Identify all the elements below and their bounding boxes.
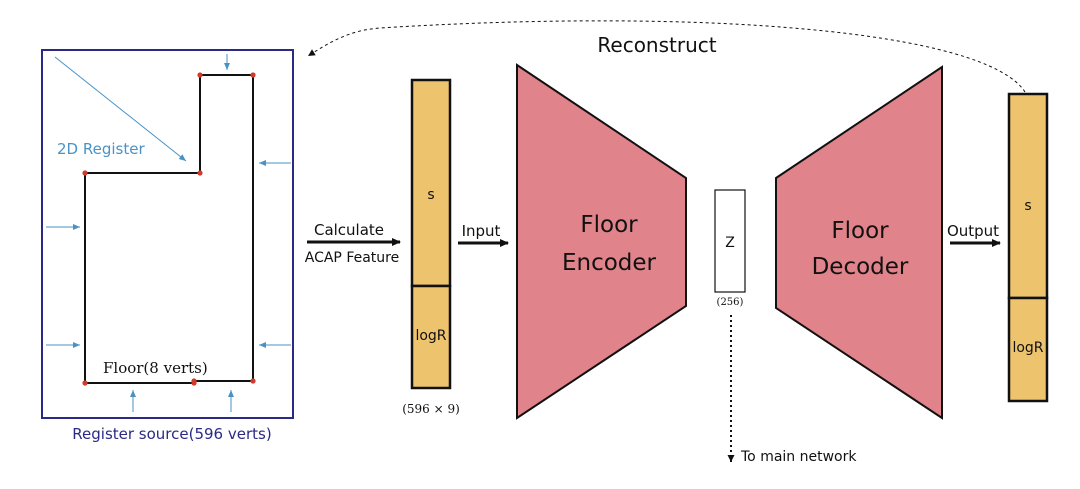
reconstruct-arrow (307, 20, 1026, 93)
decoder-line2: Decoder (812, 254, 909, 280)
encoder-line1: Floor (580, 212, 638, 238)
vertex-point (82, 170, 88, 176)
output-bar-logr-label: logR (1012, 340, 1043, 356)
acap-feature-label: ACAP Feature (305, 250, 399, 266)
vertex-point (250, 378, 256, 384)
encoder-line2: Encoder (562, 250, 657, 276)
reconstruct-label: Reconstruct (597, 33, 716, 57)
floor-encoder (516, 63, 687, 420)
decoder-line1: Floor (831, 218, 889, 244)
register-inward-arrows (46, 54, 291, 412)
vertex-point (250, 72, 256, 78)
input-label: Input (462, 222, 501, 240)
vertex-point (197, 170, 203, 176)
calculate-label: Calculate (314, 221, 384, 239)
output-feature-bar-s (1007, 92, 1049, 300)
output-feature-bar-logr (1007, 296, 1049, 403)
register-source-panel (41, 49, 294, 419)
floor-vertices (82, 72, 256, 386)
register-source-label: Register source(596 verts) (72, 425, 271, 443)
register-diagonal-arrow (54, 56, 187, 162)
vertex-point (82, 380, 88, 386)
vertex-point (191, 380, 197, 386)
latent-z-box (714, 189, 746, 293)
floor-decoder (775, 65, 943, 420)
input-bar-size-label: (596 × 9) (402, 402, 460, 416)
input-feature-bar-s (410, 78, 452, 288)
input-feature-bar-logr (410, 284, 452, 390)
latent-size-label: (256) (717, 297, 744, 308)
input-bar-s-label: s (427, 187, 434, 203)
register-label: 2D Register (57, 140, 145, 158)
output-label: Output (947, 222, 999, 240)
input-bar-logr-label: logR (415, 328, 446, 344)
latent-z-label: Z (725, 235, 735, 251)
main-network-label: To main network (740, 449, 857, 465)
output-bar-s-label: s (1024, 198, 1031, 214)
floor-label: Floor(8 verts) (103, 359, 208, 377)
vertex-point (197, 72, 203, 78)
